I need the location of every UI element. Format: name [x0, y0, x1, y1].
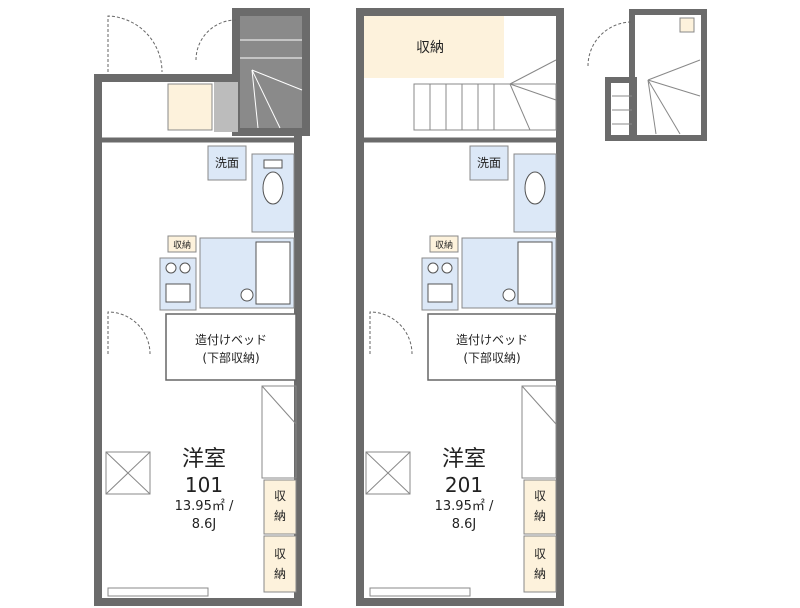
unit-201-closet-1-char-1: 収	[534, 489, 546, 503]
unit-201-window	[369, 587, 471, 597]
unit-101-entry-door	[107, 15, 163, 73]
unit-201-small-storage	[429, 235, 459, 253]
bathtub-icon	[517, 241, 553, 305]
unit-101-small-storage-label: 収納	[173, 239, 191, 251]
unit-101-stair-wall	[232, 8, 310, 136]
toilet-icon	[524, 171, 546, 205]
unit-101-room-door	[107, 311, 151, 355]
kitchen-sink-icon	[165, 283, 191, 303]
unit-201-closet-2-char-2: 納	[534, 567, 546, 581]
unit-101-stair-lower	[214, 82, 238, 132]
unit-201-closet-2-char-1: 収	[534, 547, 546, 561]
unit-201-tatami: 8.6J	[452, 517, 477, 532]
unit-101-stair-treads	[240, 39, 303, 129]
upper-stair-small-box	[679, 17, 695, 33]
unit-101-stair-well	[240, 16, 302, 128]
unit-101-closet-1-char-1: 収	[274, 489, 286, 503]
unit-101-closet-1-char-2: 納	[274, 509, 286, 523]
unit-101-entrance-storage	[167, 83, 213, 131]
unit-201-stairs	[413, 59, 557, 131]
unit-101-closet-2-char-1: 収	[274, 547, 286, 561]
upper-stair-wall	[629, 9, 707, 141]
unit-101-closet-2-char-2: 納	[274, 567, 286, 581]
unit-201-outer-wall	[356, 8, 564, 606]
unit-201-area: 13.95㎡ /	[435, 499, 494, 514]
unit-201-bed-label: 造付けベッド	[456, 333, 528, 347]
bath-sink-icon	[240, 288, 254, 302]
bath-sink-icon	[502, 288, 516, 302]
unit-201-closet-2	[523, 535, 557, 593]
unit-101-area: 13.95㎡ /	[175, 499, 234, 514]
unit-201-room-number: 201	[445, 473, 483, 497]
unit-101-outer-wall	[94, 74, 302, 606]
kitchen-sink-icon	[427, 283, 453, 303]
unit-201-bed-note: (下部収納)	[463, 350, 520, 365]
unit-201-washroom-label: 洗面	[477, 156, 501, 170]
unit-101-room-number: 101	[185, 473, 223, 497]
unit-101-top-door	[195, 19, 237, 61]
unit-101-bed	[165, 313, 297, 381]
unit-101-bed-note: (下部収納)	[202, 350, 259, 365]
unit-201-wardrobe	[521, 385, 557, 479]
unit-201-room-label: 洋室	[442, 447, 486, 472]
unit-201-closet-1	[523, 479, 557, 535]
upper-stair-module	[587, 9, 707, 141]
unit-101-tatami: 8.6J	[192, 517, 217, 532]
unit-201-washroom	[469, 145, 509, 181]
unit-201-bed	[427, 313, 557, 381]
unit-201-room-door	[369, 311, 413, 355]
unit-101-small-storage	[167, 235, 197, 253]
bathtub-icon	[255, 241, 291, 305]
unit-201-top-storage-label: 収納	[416, 40, 444, 56]
unit-201-top-storage	[364, 16, 504, 78]
unit-101-window	[107, 587, 209, 597]
unit-101-bed-label: 造付けベッド	[195, 333, 267, 347]
unit-201-small-storage-label: 収納	[435, 239, 453, 251]
unit-101: 洗面 収納 造付けベッド (下部収納) 収 納 収 納	[94, 8, 310, 606]
unit-201: 収納 洗面 収納 造付けベッド (下部収納) 収 納	[356, 8, 564, 606]
unit-201-closet-1-char-2: 納	[534, 509, 546, 523]
upper-stair-door	[587, 21, 633, 67]
unit-101-closet-1	[263, 479, 297, 535]
toilet-icon	[262, 171, 284, 205]
unit-101-wardrobe	[261, 385, 297, 479]
unit-101-room-label: 洋室	[182, 447, 226, 472]
upper-stair-treads	[612, 59, 701, 135]
unit-101-washroom-label: 洗面	[215, 156, 239, 170]
unit-101-closet-2	[263, 535, 297, 593]
unit-101-washroom	[207, 145, 247, 181]
